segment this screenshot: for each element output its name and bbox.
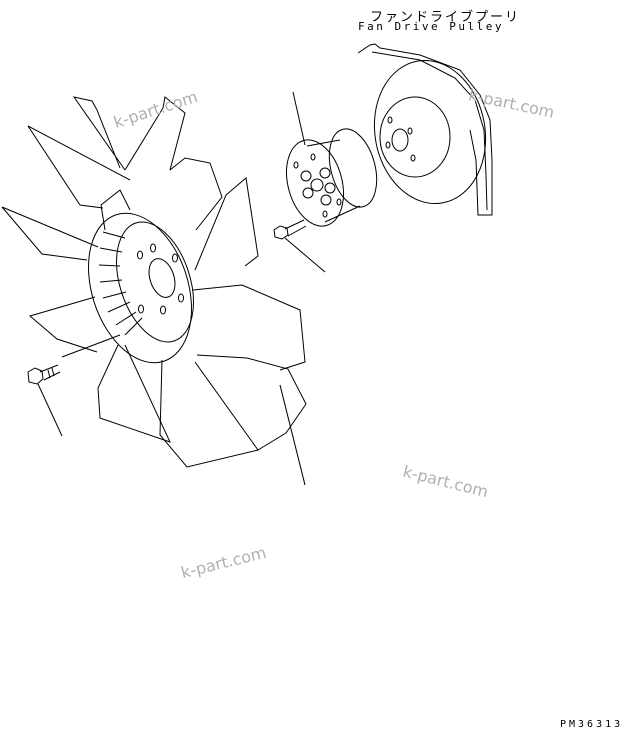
diagram-code: PM36313 bbox=[560, 719, 624, 730]
spacer bbox=[286, 128, 378, 227]
part-name-english: Fan Drive Pulley bbox=[358, 20, 504, 33]
fan-hub bbox=[88, 212, 194, 364]
fan-drive-pulley bbox=[357, 43, 493, 216]
part-name-japanese: ファンドライブプーリ bbox=[370, 10, 521, 25]
fan-blades bbox=[1, 96, 307, 468]
fan-bolt bbox=[27, 334, 121, 437]
spacer-bolt bbox=[273, 219, 326, 273]
